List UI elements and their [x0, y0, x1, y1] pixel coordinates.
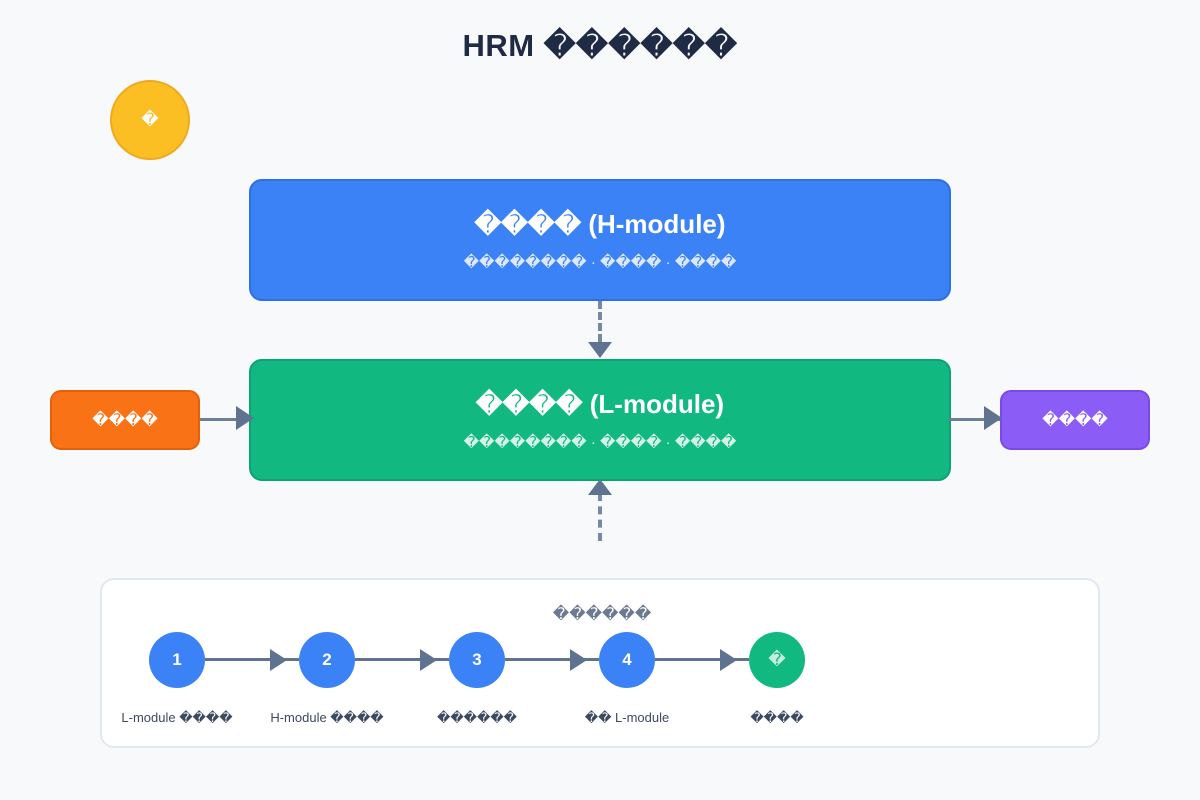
- timeline-panel: ������ 1 L-module ���� 2 H-module ���� 3…: [100, 578, 1100, 748]
- output-arrow-line: [948, 418, 1000, 421]
- page-title: HRM ������: [462, 28, 738, 63]
- step-label: ����: [750, 710, 804, 725]
- step-marker: 2: [299, 632, 355, 688]
- badge-circle: �: [110, 80, 190, 160]
- h-to-l-dashed-line: [598, 301, 602, 353]
- h-to-l-arrow-head-icon: [588, 342, 612, 358]
- l-module-box[interactable]: ���� (L-module) �������� · ���� · ����: [249, 359, 951, 481]
- step-marker: 4: [599, 632, 655, 688]
- output-box[interactable]: ����: [1000, 390, 1150, 450]
- l-to-h-dashed-line: [598, 493, 602, 541]
- h-module-subtitle: �������� · ���� · ����: [463, 254, 737, 272]
- step-label: �� L-module: [584, 710, 670, 725]
- timeline-step-2[interactable]: 2 H-module ����: [252, 632, 449, 726]
- output-label: ����: [1042, 412, 1108, 429]
- input-arrow-line: [200, 418, 252, 421]
- step-connector-arrow-icon: [205, 649, 299, 671]
- input-arrow-head-icon: [236, 406, 254, 430]
- step-marker: 3: [449, 632, 505, 688]
- timeline-heading: ������: [552, 606, 652, 623]
- step-label: ������: [437, 710, 517, 725]
- h-module-box[interactable]: ���� (H-module) �������� · ���� · ����: [249, 179, 951, 301]
- output-arrow-head-icon: [984, 406, 1002, 430]
- step-marker: 1: [149, 632, 205, 688]
- timeline-step-3[interactable]: 3 ������: [402, 632, 599, 726]
- step-connector-arrow-icon: [655, 649, 749, 671]
- step-label: L-module ����: [121, 710, 233, 725]
- step-connector-arrow-icon: [505, 649, 599, 671]
- l-module-title: ���� (L-module): [475, 388, 725, 419]
- input-box[interactable]: ����: [50, 390, 200, 450]
- l-module-subtitle: �������� · ���� · ����: [463, 434, 737, 452]
- timeline-step-4[interactable]: 4 �� L-module: [552, 632, 749, 726]
- timeline-steps: 1 L-module ���� 2 H-module ���� 3 ������…: [102, 632, 1102, 726]
- timeline-step-1[interactable]: 1 L-module ����: [102, 632, 299, 726]
- input-label: ����: [92, 412, 158, 429]
- step-connector-arrow-icon: [355, 649, 449, 671]
- timeline-step-5[interactable]: � ����: [702, 632, 852, 726]
- step-label: H-module ����: [270, 710, 384, 725]
- step-marker: �: [749, 632, 805, 688]
- h-module-title: ���� (H-module): [474, 208, 726, 239]
- badge-label: �: [141, 110, 159, 129]
- l-to-h-arrow-head-icon: [588, 479, 612, 495]
